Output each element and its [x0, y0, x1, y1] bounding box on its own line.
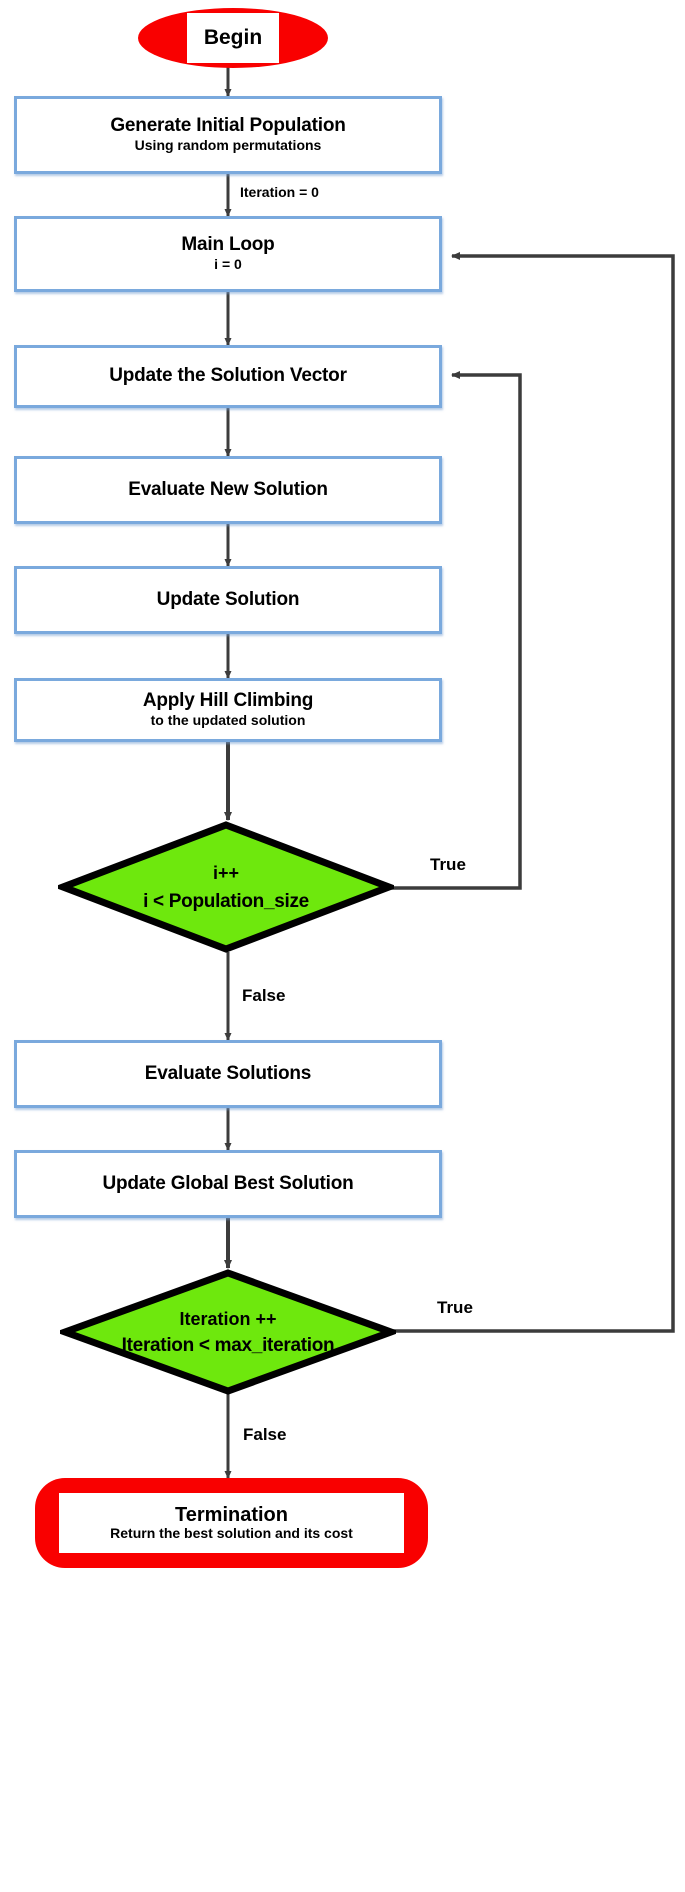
node-update-solution[interactable]: Update Solution	[14, 566, 442, 634]
termination-subtitle: Return the best solution and its cost	[110, 1525, 353, 1542]
generate-population-title: Generate Initial Population	[110, 115, 346, 137]
edge-label-inner-false: False	[242, 986, 286, 1005]
begin-inner-panel: Begin	[187, 13, 279, 63]
update-solution-title: Update Solution	[156, 588, 300, 610]
node-decision-max-iteration[interactable]: Iteration ++ Iteration < max_iteration	[60, 1268, 396, 1396]
main-loop-subtitle: i = 0	[214, 256, 242, 273]
node-apply-hill-climbing[interactable]: Apply Hill Climbing to the updated solut…	[14, 678, 442, 742]
node-evaluate-solutions[interactable]: Evaluate Solutions	[14, 1040, 442, 1108]
node-update-the-solution-vector[interactable]: Update the Solution Vector	[14, 345, 442, 408]
decision-diamond-shape-2	[60, 1269, 396, 1395]
node-generate-initial-population[interactable]: Generate Initial Population Using random…	[14, 96, 442, 174]
edge-label-inner-true: True	[430, 855, 466, 874]
termination-inner-panel: Termination Return the best solution and…	[59, 1493, 404, 1553]
node-main-loop[interactable]: Main Loop i = 0	[14, 216, 442, 292]
node-begin[interactable]: Begin	[138, 8, 328, 68]
edge-label-outer-true: True	[437, 1298, 473, 1317]
update-vector-title: Update the Solution Vector	[109, 365, 347, 387]
evaluate-solutions-title: Evaluate Solutions	[144, 1062, 312, 1084]
node-evaluate-new-solution[interactable]: Evaluate New Solution	[14, 456, 442, 524]
node-update-global-best-solution[interactable]: Update Global Best Solution	[14, 1150, 442, 1218]
generate-population-subtitle: Using random permutations	[134, 137, 322, 154]
update-global-best-title: Update Global Best Solution	[102, 1172, 354, 1194]
main-loop-title: Main Loop	[181, 234, 275, 256]
edge-label-outer-false: False	[243, 1425, 287, 1444]
evaluate-new-solution-title: Evaluate New Solution	[128, 478, 328, 500]
apply-hill-climbing-title: Apply Hill Climbing	[142, 690, 314, 712]
termination-title: Termination	[175, 1504, 288, 1527]
decision-diamond-shape	[58, 821, 394, 953]
edge-label-iteration-init: Iteration = 0	[240, 184, 319, 200]
begin-label: Begin	[203, 25, 263, 49]
apply-hill-climbing-subtitle: to the updated solution	[150, 712, 306, 729]
node-decision-population-size[interactable]: i++ i < Population_size	[58, 820, 394, 954]
node-termination[interactable]: Termination Return the best solution and…	[35, 1478, 428, 1568]
